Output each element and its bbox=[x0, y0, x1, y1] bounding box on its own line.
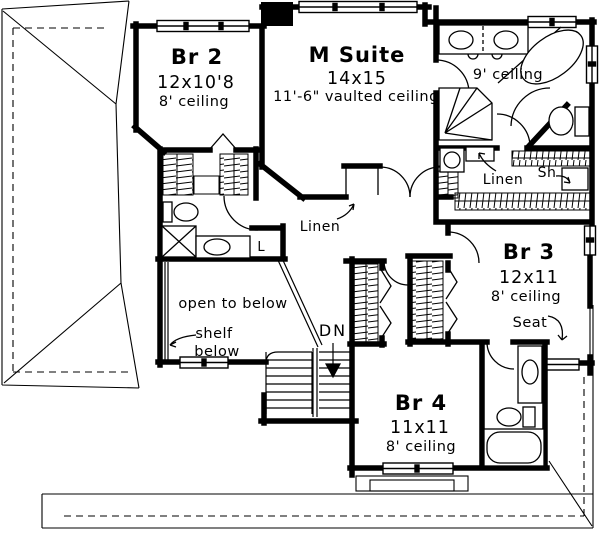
room-label-br4-dims: 11x11 bbox=[390, 418, 450, 438]
vanity-knobs bbox=[467, 53, 503, 60]
arrow-seat bbox=[547, 315, 568, 341]
room-label-br4-ceiling: 8' ceiling bbox=[386, 439, 456, 455]
master-shower-rays bbox=[444, 87, 493, 141]
bifold-br4-closet bbox=[379, 267, 392, 341]
door-br3 bbox=[447, 231, 480, 264]
window-msuite-top bbox=[298, 0, 418, 14]
room-label-br3-name: Br 3 bbox=[503, 240, 555, 264]
walls bbox=[130, 2, 597, 478]
window-seat-bay bbox=[546, 358, 580, 371]
vanity-sink bbox=[521, 359, 539, 385]
shelf-ledge bbox=[164, 262, 169, 361]
door-wic bbox=[496, 113, 531, 148]
annotation-arrows bbox=[169, 152, 571, 348]
window-mbath-right bbox=[585, 45, 599, 84]
corner-tub bbox=[520, 29, 584, 85]
room-label-br2-ceiling: 8' ceiling bbox=[159, 94, 229, 110]
label-shelf-below-2: below bbox=[194, 344, 239, 360]
room-label-br4-name: Br 4 bbox=[395, 391, 447, 415]
label-mbath-ceiling: 9' ceiling bbox=[473, 67, 543, 83]
room-label-br2-name: Br 2 bbox=[171, 45, 223, 69]
gallery-railing bbox=[276, 255, 323, 348]
railings bbox=[164, 255, 323, 361]
room-label-br3-dims: 12x11 bbox=[499, 268, 559, 288]
label-shelf-below-1: shelf bbox=[195, 326, 233, 342]
door-toilet-room bbox=[510, 87, 551, 127]
label-seat: Seat bbox=[513, 315, 548, 331]
door-bath2 bbox=[223, 195, 259, 231]
shower-x bbox=[161, 225, 197, 258]
closet-hatching bbox=[162, 150, 591, 344]
vanity-sink-left bbox=[448, 30, 474, 50]
door-bath4 bbox=[486, 341, 515, 370]
door-br4 bbox=[383, 260, 409, 286]
bifold-br2-closet bbox=[208, 133, 238, 151]
dn-arrow-head bbox=[324, 363, 342, 379]
sh-shelf bbox=[561, 167, 589, 191]
label-linen-l: L bbox=[257, 240, 265, 255]
stoop-outline bbox=[355, 475, 469, 492]
label-open-to-below: open to below bbox=[178, 296, 287, 312]
room-label-msuite-ceiling: 11'-6" vaulted ceiling bbox=[273, 89, 439, 105]
master-bath-fixtures bbox=[438, 24, 590, 191]
bifold-br3-closet bbox=[445, 263, 458, 337]
roof-below-bottom bbox=[41, 305, 594, 529]
window-br4-bottom bbox=[382, 462, 454, 475]
windows bbox=[156, 0, 599, 475]
label-sh: Sh bbox=[538, 165, 557, 181]
tub-inner bbox=[486, 431, 542, 464]
bath4-fixtures bbox=[483, 345, 545, 467]
stair-rail-curve bbox=[265, 351, 312, 364]
label-wic-linen: Linen bbox=[483, 172, 524, 188]
closet-br2-left bbox=[162, 153, 194, 196]
label-dn: DN bbox=[319, 321, 347, 340]
arrow-hall-linen bbox=[336, 203, 355, 220]
room-label-br2-dims: 12x10'8 bbox=[157, 73, 235, 93]
toilet-tank bbox=[522, 406, 536, 428]
linen-chute bbox=[443, 151, 461, 169]
roof-below-left bbox=[1, 0, 140, 389]
labels: Br 2 12x10'8 8' ceiling M Suite 14x15 11… bbox=[157, 43, 561, 455]
window-br2-top bbox=[156, 19, 250, 33]
hall-linen-alcove bbox=[345, 166, 379, 197]
window-mbath-top bbox=[527, 15, 577, 29]
toilet-bowl bbox=[173, 202, 199, 222]
staircase bbox=[265, 343, 350, 417]
arrow-wic-linen bbox=[478, 152, 497, 172]
toilet-bowl bbox=[496, 407, 522, 427]
master-toilet-tank bbox=[574, 106, 590, 137]
window-foyer-bottom bbox=[179, 356, 229, 369]
door-msuite-right bbox=[409, 166, 441, 198]
arrow-shelf-below bbox=[169, 334, 197, 348]
room-label-br3-ceiling: 8' ceiling bbox=[491, 289, 561, 305]
wall-jog-block bbox=[261, 2, 293, 26]
vanity-sink bbox=[203, 238, 231, 256]
window-br3-right bbox=[583, 225, 597, 256]
toilet-tank bbox=[162, 201, 173, 223]
stair-run-left bbox=[265, 352, 313, 414]
label-hall-linen: Linen bbox=[300, 219, 341, 235]
vanity-sink-right bbox=[493, 30, 519, 50]
closet-br2-box bbox=[193, 175, 220, 195]
stair-run-right bbox=[319, 351, 350, 409]
door-msuite-left bbox=[379, 166, 411, 198]
doors bbox=[208, 59, 551, 370]
arrow-sh bbox=[555, 175, 571, 184]
stair-rail-center bbox=[312, 348, 318, 417]
room-label-msuite-dims: 14x15 bbox=[327, 69, 387, 89]
room-label-msuite-name: M Suite bbox=[309, 43, 406, 67]
bath2-fixtures bbox=[161, 201, 251, 259]
master-shower bbox=[438, 87, 493, 141]
master-toilet-bowl bbox=[548, 106, 574, 136]
